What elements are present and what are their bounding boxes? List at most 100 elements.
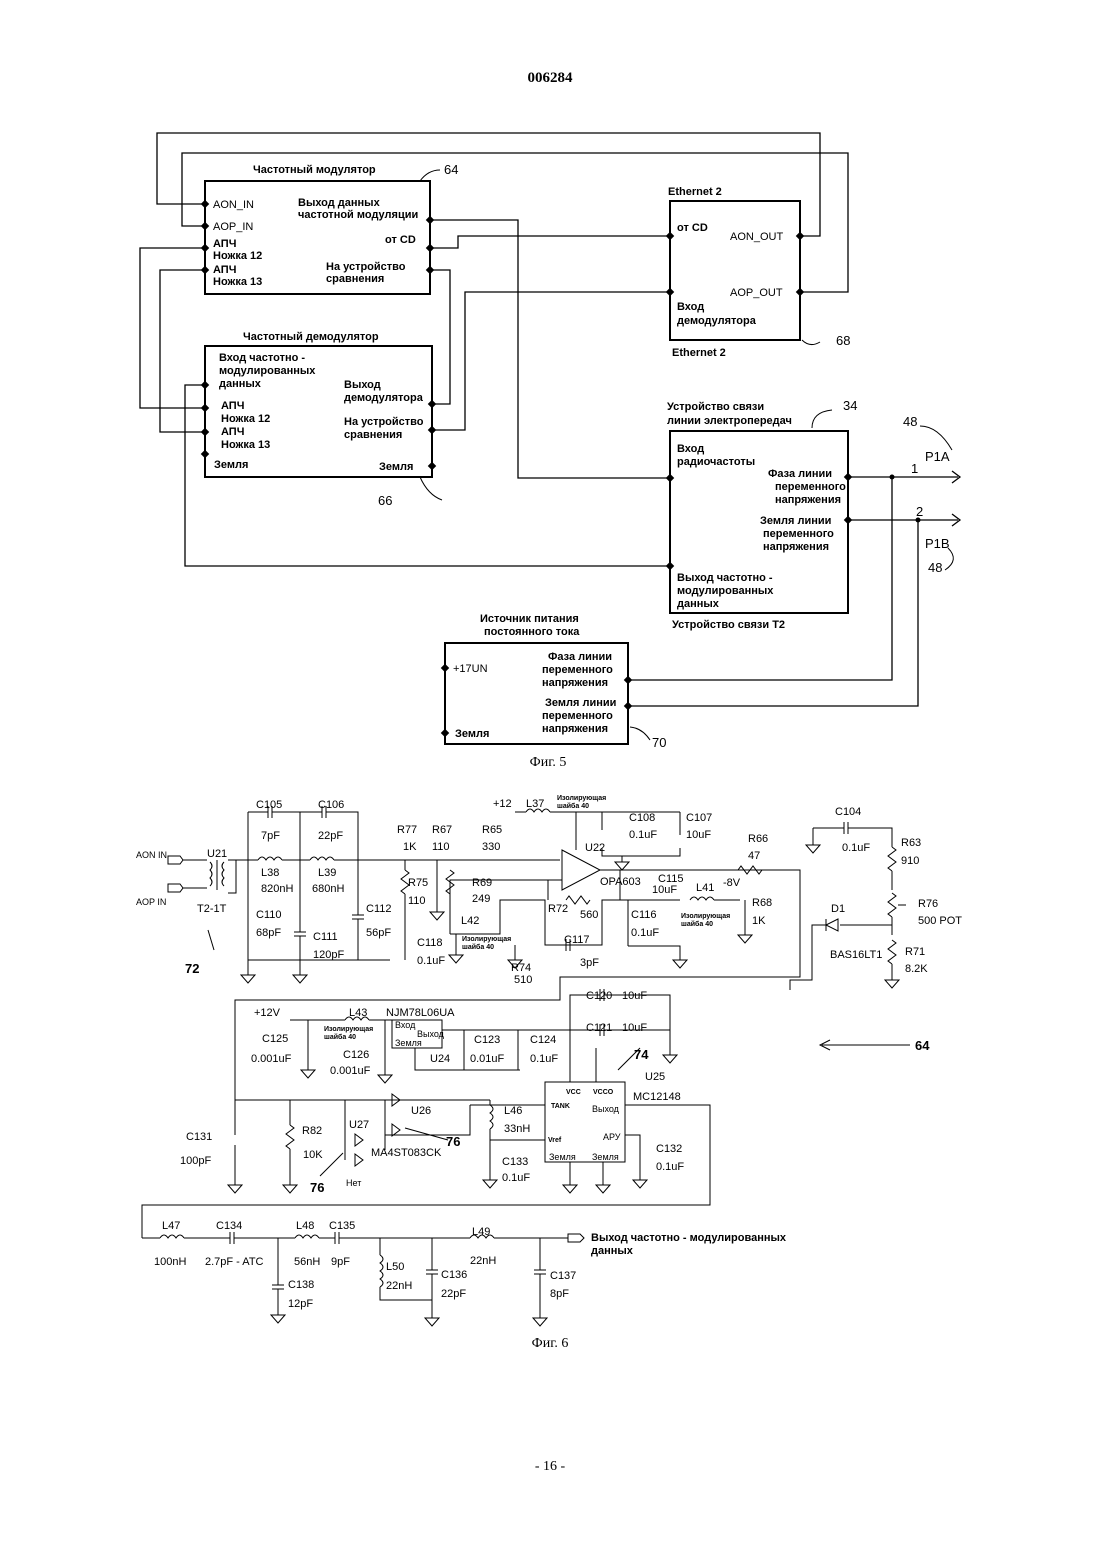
ref-64: 64 xyxy=(915,1038,930,1053)
c108: C108 xyxy=(629,812,655,824)
demod-gnd: Земля xyxy=(214,459,248,471)
aop-in: AOP IN xyxy=(136,897,166,907)
c121v: 10uF xyxy=(622,1022,647,1034)
t2-1t: T2-1T xyxy=(197,903,227,915)
demod-to-cmp1: На устройство xyxy=(344,416,424,428)
mc-vref: Vref xyxy=(548,1137,562,1144)
c112v: 56pF xyxy=(366,927,391,939)
c125v: 0.001uF xyxy=(251,1053,292,1065)
u21: U21 xyxy=(207,848,227,860)
plc-gnd3: напряжения xyxy=(763,541,829,553)
l47v: 100nH xyxy=(154,1256,186,1268)
u22: U22 xyxy=(585,842,605,854)
ma4st083ck: MA4ST083CK xyxy=(371,1147,442,1159)
c120: C120 xyxy=(586,990,612,1002)
l38v: 820nH xyxy=(261,883,293,895)
l47: L47 xyxy=(162,1220,180,1232)
psu-title1: Источник питания xyxy=(480,613,579,625)
l39: L39 xyxy=(318,867,336,879)
c104v: 0.1uF xyxy=(842,842,870,854)
mod-to-cmp2: сравнения xyxy=(326,273,384,285)
c136v: 22pF xyxy=(441,1288,466,1300)
c115v: 10uF xyxy=(652,884,677,896)
bas16lt1: BAS16LT1 xyxy=(830,949,882,961)
ethernet-bottom-title: Ethernet 2 xyxy=(672,347,726,359)
plc-bottom-title: Устройство связи Т2 xyxy=(672,619,785,631)
c120v: 10uF xyxy=(622,990,647,1002)
psu-title2: постоянного тока xyxy=(484,626,580,638)
psu-gnd: Земля xyxy=(455,728,489,740)
eth-in2: демодулятора xyxy=(677,315,757,327)
ref-76b: 76 xyxy=(310,1180,324,1195)
r67v: 110 xyxy=(432,841,450,853)
r75v: 110 xyxy=(408,895,426,907)
c132: C132 xyxy=(656,1143,682,1155)
c105: C105 xyxy=(256,799,282,811)
mod-out1: Выход данных xyxy=(298,197,381,209)
c108v: 0.1uF xyxy=(629,829,657,841)
r65v: 330 xyxy=(482,841,500,853)
eth-in1: Вход xyxy=(677,301,704,313)
demodulator-ref: 66 xyxy=(378,493,392,508)
psu-ref: 70 xyxy=(652,735,666,750)
c117: C117 xyxy=(564,934,589,946)
net-label: Нет xyxy=(346,1178,361,1188)
plc-rf2: радиочастоты xyxy=(677,456,755,468)
c125: C125 xyxy=(262,1033,288,1045)
aon-in-label: AON_IN xyxy=(213,199,254,211)
minus8v: -8V xyxy=(723,877,741,889)
demodulator-title: Частотный демодулятор xyxy=(243,331,379,343)
c123v: 0.01uF xyxy=(470,1053,505,1065)
u27: U27 xyxy=(349,1119,369,1131)
r74: R74 xyxy=(511,962,531,974)
psu-gnd1: Земля линии xyxy=(545,697,616,709)
figure-6: AON IN AOP IN U21 T2-1T 72 C105 7pF C106… xyxy=(136,795,962,1351)
l46: L46 xyxy=(504,1105,522,1117)
r67: R67 xyxy=(432,824,452,836)
fm-out2: данных xyxy=(591,1245,634,1257)
l37-iso2: шайба 40 xyxy=(557,802,589,810)
mc-gnd2: Земля xyxy=(592,1152,619,1162)
mod-pin13: Ножка 13 xyxy=(213,276,262,288)
r68: R68 xyxy=(752,897,772,909)
mc-vcco: VCCO xyxy=(593,1089,614,1096)
l50: L50 xyxy=(386,1261,404,1273)
plus12v: +12V xyxy=(254,1007,281,1019)
mod-out2: частотной модуляции xyxy=(298,209,418,221)
c133: C133 xyxy=(502,1156,528,1168)
aon-in: AON IN xyxy=(136,850,167,860)
c135: C135 xyxy=(329,1220,355,1232)
l37: L37 xyxy=(526,798,544,810)
c136: C136 xyxy=(441,1269,467,1281)
line-2-label: 2 xyxy=(916,504,923,519)
mc-vcc: VCC xyxy=(566,1089,581,1096)
l50v: 22nH xyxy=(386,1280,412,1292)
aon-out-label: AON_OUT xyxy=(730,231,783,243)
r74v: 510 xyxy=(514,974,532,986)
c106v: 22pF xyxy=(318,830,343,842)
r65: R65 xyxy=(482,824,502,836)
plc-out2: модулированных xyxy=(677,585,774,597)
c116v: 0.1uF xyxy=(631,927,659,939)
frequency-modulator-block: Частотный модулятор 64 AON_IN AOP_IN АПЧ… xyxy=(201,162,459,294)
r76v: 500 POT xyxy=(918,915,962,927)
line-1-label: 1 xyxy=(911,461,918,476)
plc-gnd1: Земля линии xyxy=(760,515,831,527)
d1: D1 xyxy=(831,903,845,915)
u26: U26 xyxy=(411,1105,431,1117)
modulator-ref: 64 xyxy=(444,162,458,177)
c121: C121 xyxy=(586,1022,612,1034)
c110v: 68pF xyxy=(256,927,281,939)
r76: R76 xyxy=(918,898,938,910)
r63: R63 xyxy=(901,837,921,849)
c135v: 9pF xyxy=(331,1256,350,1268)
plc-out3: данных xyxy=(677,598,720,610)
c137: C137 xyxy=(550,1270,576,1282)
mc-apu: АРУ xyxy=(603,1132,621,1142)
c105v: 7pF xyxy=(261,830,280,842)
r82v: 10K xyxy=(303,1149,323,1161)
plc-out1: Выход частотно - xyxy=(677,572,773,584)
c126: C126 xyxy=(343,1049,369,1061)
demod-in2: модулированных xyxy=(219,365,316,377)
r72: R72 xyxy=(548,903,568,915)
